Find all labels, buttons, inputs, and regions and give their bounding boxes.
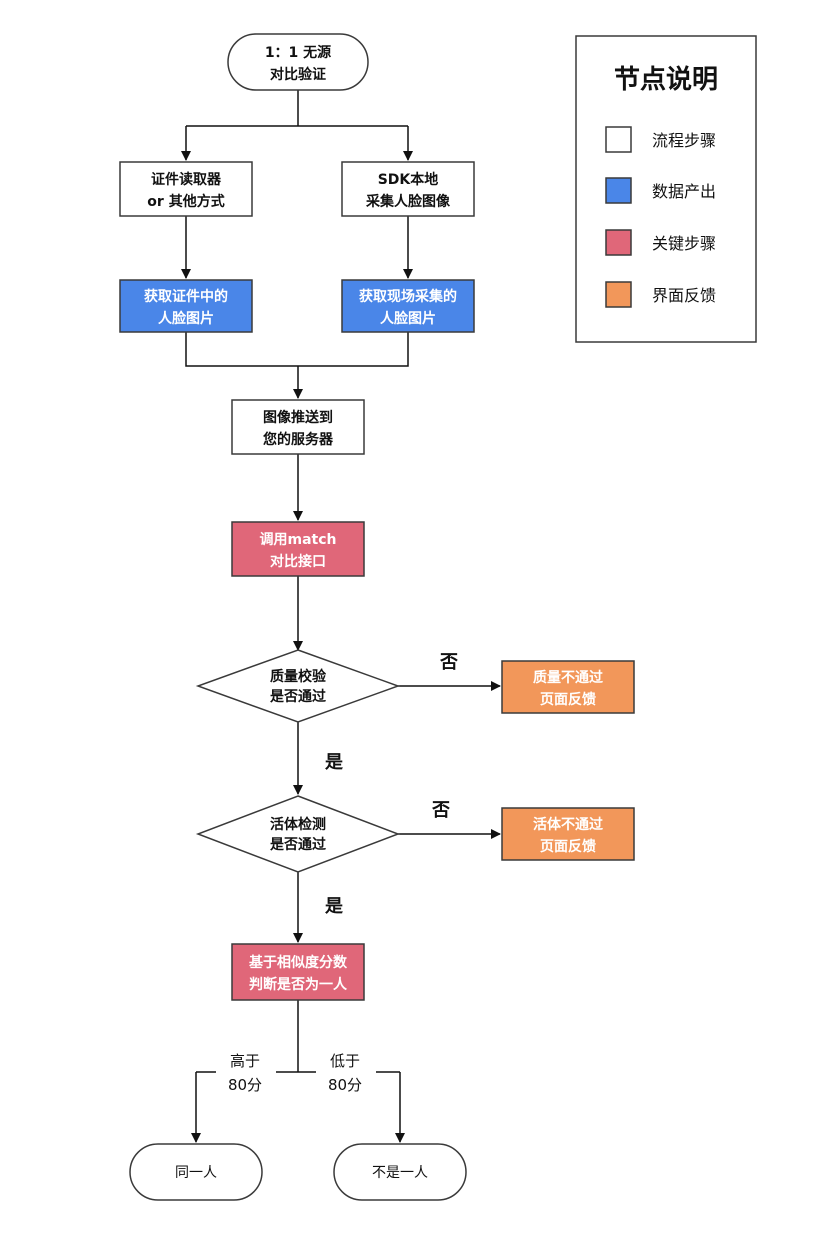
edges (181, 90, 501, 1143)
node-id-img-shape (119, 279, 253, 333)
node-liveness-line1: 活体检测 (270, 816, 326, 833)
label-high-line1: 高于 (230, 1052, 260, 1070)
label-low-line2: 80分 (328, 1076, 362, 1094)
node-id-img: 获取证件中的 人脸图片 (119, 279, 253, 333)
node-quality-shape (195, 649, 401, 723)
node-quality-fail-line2: 页面反馈 (540, 691, 596, 708)
node-liveness-fail: 活体不通过 页面反馈 (501, 807, 635, 861)
label-high-line2: 80分 (228, 1076, 262, 1094)
node-live-img-line1: 获取现场采集的 (359, 288, 457, 305)
node-score-line1: 基于相似度分数 (249, 954, 348, 971)
node-match-shape (231, 521, 365, 577)
label-quality-yes: 是 (324, 752, 343, 773)
node-start-line1: 1：1 无源 (265, 44, 331, 61)
node-liveness: 活体检测 是否通过 (195, 795, 401, 873)
node-same-label: 同一人 (175, 1165, 217, 1181)
node-score-shape (231, 943, 365, 1001)
legend-swatch-key (605, 229, 632, 256)
node-match-line2: 对比接口 (270, 553, 326, 570)
legend-label-step: 流程步骤 (652, 131, 716, 150)
node-diff-label: 不是一人 (372, 1165, 428, 1181)
label-quality-no: 否 (439, 652, 458, 673)
node-diff: 不是一人 (333, 1143, 467, 1201)
node-quality-line1: 质量校验 (270, 668, 327, 685)
node-liveness-line2: 是否通过 (270, 836, 326, 853)
node-quality-line2: 是否通过 (270, 688, 326, 705)
node-sdk-shape (341, 161, 475, 217)
node-same-shape (129, 1143, 263, 1201)
legend-swatch-data (605, 177, 632, 204)
node-push-line2: 您的服务器 (263, 431, 334, 448)
node-match-line1: 调用match (260, 532, 337, 548)
node-push-line1: 图像推送到 (263, 409, 333, 426)
legend-swatch-step (605, 126, 632, 153)
node-live-img: 获取现场采集的 人脸图片 (341, 279, 475, 333)
node-live-img-shape (341, 279, 475, 333)
node-quality-fail-line1: 质量不通过 (533, 669, 603, 686)
node-score: 基于相似度分数 判断是否为一人 (231, 943, 365, 1001)
node-liveness-fail-line2: 页面反馈 (540, 838, 596, 855)
node-score-line2: 判断是否为一人 (249, 976, 348, 993)
node-read-id: 证件读取器 or 其他方式 (119, 161, 253, 217)
node-start-shape (227, 33, 369, 91)
node-liveness-shape (195, 795, 401, 873)
node-sdk: SDK本地 采集人脸图像 (341, 161, 475, 217)
legend-swatch-feedback (605, 281, 632, 308)
edge-labels: 否 是 否 是 高于 80分 低于 80分 (216, 648, 458, 1098)
node-id-img-line2: 人脸图片 (158, 310, 214, 327)
node-liveness-fail-shape (501, 807, 635, 861)
node-read-id-shape (119, 161, 253, 217)
legend-title: 节点说明 (614, 64, 718, 95)
label-liveness-yes: 是 (324, 896, 343, 917)
label-low-line1: 低于 (330, 1052, 360, 1070)
node-push-shape (231, 399, 365, 455)
legend-label-data: 数据产出 (652, 182, 716, 201)
node-start-line2: 对比验证 (270, 66, 326, 83)
node-liveness-fail-line1: 活体不通过 (533, 816, 603, 833)
node-quality-fail: 质量不通过 页面反馈 (501, 660, 635, 714)
node-match: 调用match 对比接口 (231, 521, 365, 577)
legend-label-feedback: 界面反馈 (652, 286, 716, 305)
node-sdk-line2: 采集人脸图像 (365, 193, 451, 210)
node-quality-fail-shape (501, 660, 635, 714)
edge-id-img-down (185, 332, 409, 367)
node-sdk-line1: SDK本地 (378, 171, 439, 188)
node-same: 同一人 (129, 1143, 263, 1201)
node-read-id-line1: 证件读取器 (151, 171, 222, 188)
node-start: 1：1 无源 对比验证 (227, 33, 369, 91)
label-liveness-no: 否 (431, 800, 450, 821)
legend-label-key: 关键步骤 (652, 234, 716, 253)
node-read-id-line2: or 其他方式 (147, 193, 224, 210)
node-diff-shape (333, 1143, 467, 1201)
node-live-img-line2: 人脸图片 (380, 310, 436, 327)
legend: 节点说明 流程步骤 数据产出 关键步骤 界面反馈 (575, 35, 757, 343)
node-push: 图像推送到 您的服务器 (231, 399, 365, 455)
node-quality: 质量校验 是否通过 (195, 649, 401, 723)
node-id-img-line1: 获取证件中的 (144, 288, 228, 305)
